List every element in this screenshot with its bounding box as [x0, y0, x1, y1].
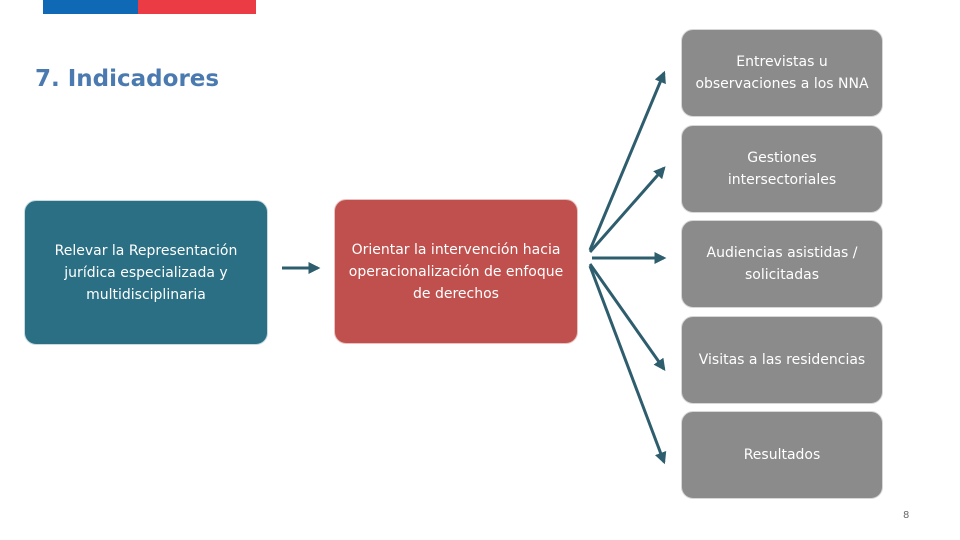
arrow-to-indicator-5	[588, 265, 667, 465]
source-box: Relevar la Representación jurídica espec…	[24, 200, 268, 345]
indicator-label: Gestiones intersectoriales	[727, 150, 837, 188]
middle-box: Orientar la intervención hacia operacion…	[334, 199, 578, 344]
slide-title: 7. Indicadores	[35, 66, 220, 92]
arrow-to-indicator-2	[588, 166, 666, 253]
indicator-label: Visitas a las residencias	[698, 352, 866, 368]
flag-stripe-blue	[43, 0, 138, 14]
indicator-box-1: Entrevistas u observaciones a los NNA	[681, 29, 883, 117]
source-box-label: Relevar la Representación jurídica espec…	[54, 242, 238, 303]
arrow-to-indicator-4	[588, 263, 666, 371]
indicator-box-5: Resultados	[681, 411, 883, 499]
indicator-label: Resultados	[743, 447, 821, 463]
page-number: 8	[903, 510, 910, 521]
middle-box-label: Orientar la intervención hacia operacion…	[348, 241, 564, 302]
indicator-box-2: Gestiones intersectoriales	[681, 125, 883, 213]
indicator-label: Audiencias asistidas / solicitadas	[706, 245, 858, 283]
indicator-box-3: Audiencias asistidas / solicitadas	[681, 220, 883, 308]
indicator-box-4: Visitas a las residencias	[681, 316, 883, 404]
arrow-to-indicator-1	[588, 70, 666, 251]
indicator-label: Entrevistas u observaciones a los NNA	[695, 54, 869, 92]
flag-stripe-red	[138, 0, 256, 14]
